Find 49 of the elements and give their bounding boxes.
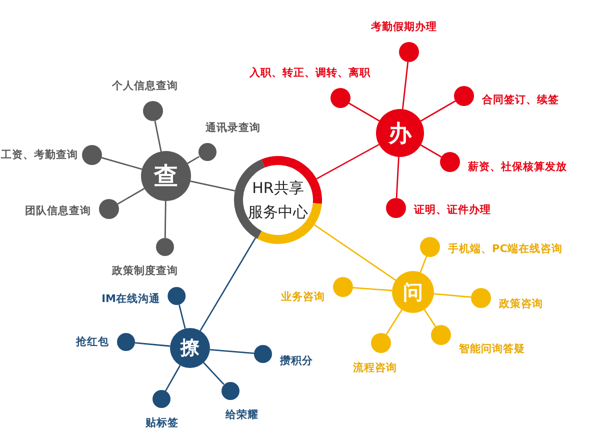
connector-line	[352, 287, 392, 292]
connector-line	[420, 256, 428, 273]
item-label: 流程咨询	[353, 361, 397, 375]
category-circle: 查	[141, 151, 191, 201]
connector-line	[200, 237, 256, 332]
connector-line	[434, 293, 472, 298]
category-circle: 撩	[170, 328, 210, 368]
hub-title: HR共享服务中心	[248, 178, 308, 223]
connector-line	[348, 102, 380, 122]
item-label: 业务咨询	[281, 290, 325, 304]
connector-line	[117, 188, 145, 205]
connector-line	[386, 309, 402, 335]
connector-line	[420, 100, 456, 122]
connector-line	[210, 348, 254, 354]
item-label: 智能问询答疑	[459, 342, 525, 356]
connector-line	[314, 224, 396, 281]
item-label: 工资、考勤查询	[1, 148, 78, 162]
item-label: 入职、转正、调转、离职	[250, 66, 370, 80]
connector-line	[402, 62, 409, 110]
connector-line	[101, 157, 142, 170]
connector-line	[190, 180, 236, 192]
item-label: 考勤假期办理	[371, 20, 437, 34]
item-label: 个人信息查询	[112, 79, 178, 93]
item-label: 证明、证件办理	[414, 203, 491, 217]
item-label: 给荣耀	[226, 408, 258, 422]
connector-line	[187, 156, 200, 164]
connector-line	[316, 144, 380, 180]
connector-line	[134, 342, 170, 347]
item-label: 攒积分	[280, 354, 313, 368]
item-label: 手机端、PC端在线咨询	[448, 242, 562, 256]
connector-line	[154, 120, 162, 152]
item-label: 通讯录查询	[206, 121, 260, 135]
category-circle: 办	[376, 109, 424, 157]
item-label: 团队信息查询	[25, 204, 91, 218]
item-label: 薪资、社保核算发放	[468, 160, 567, 174]
connector-line	[420, 144, 442, 158]
item-label: 合同签订、续签	[482, 93, 559, 107]
connector-line	[164, 365, 181, 392]
item-label: 政策制度查询	[112, 264, 178, 278]
category-circle: 问	[392, 271, 434, 313]
connector-line	[164, 200, 166, 238]
connector-line	[396, 156, 400, 198]
connector-line	[178, 304, 186, 329]
connector-line	[203, 362, 224, 385]
item-label: IM在线沟通	[102, 292, 160, 306]
item-label: 抢红包	[76, 335, 109, 349]
item-label: 贴标签	[146, 416, 178, 430]
connector-line	[424, 309, 436, 327]
item-label: 政策咨询	[499, 297, 543, 311]
